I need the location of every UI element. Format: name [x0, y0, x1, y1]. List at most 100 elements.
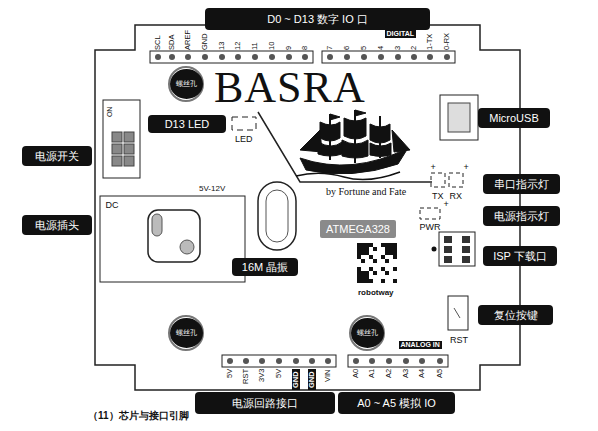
board-label: +	[431, 163, 436, 173]
callout-text: D0 ~ D13 数字 IO 口	[267, 13, 368, 25]
pin-label: 0-RX	[443, 33, 451, 50]
figure-caption: （11）芯片与接口引脚	[88, 409, 189, 423]
pin-label: A3	[402, 369, 410, 378]
callout-text: 螺丝孔	[176, 80, 197, 88]
board-label: RST	[450, 336, 468, 346]
screw-hole: 螺丝孔	[170, 318, 203, 348]
board-label: LED	[235, 135, 253, 145]
board-label: TX	[432, 192, 444, 202]
pin-label: VIN	[324, 369, 332, 382]
micro-usb-port	[448, 103, 470, 132]
callout-text: 螺丝孔	[357, 329, 378, 337]
dc-pin	[152, 214, 162, 236]
pin-label: A2	[385, 369, 393, 378]
pin-label: 3V3	[258, 369, 266, 382]
screw-rim	[169, 316, 203, 350]
callout-box: MicroUSB	[478, 108, 550, 128]
callout-text: 电源开关	[35, 150, 79, 162]
callout-text: A0 ~ A5 模拟 IO	[357, 397, 436, 409]
dc-jack-outline	[100, 196, 245, 282]
callout-box: 电源开关	[22, 146, 92, 166]
board-label: 5V-12V	[199, 185, 225, 194]
callout-box: D0 ~ D13 数字 IO 口	[205, 8, 430, 30]
callout-text: 电源回路接口	[232, 397, 298, 409]
chip-label: ATMEGA328	[320, 220, 396, 238]
pin-label: 5V	[275, 369, 283, 378]
board-label: BASRA	[214, 64, 366, 112]
board-label: robotway	[358, 289, 394, 298]
logo-frame	[258, 112, 432, 182]
reset-mark	[454, 308, 460, 318]
callout-box: A0 ~ A5 模拟 IO	[338, 392, 455, 414]
pin-label: RST	[242, 369, 250, 384]
pin-label: 5V	[226, 369, 234, 378]
pin-label: GND	[201, 33, 209, 50]
pin-label: 7	[326, 46, 334, 50]
qr-code	[357, 243, 397, 283]
callout-text: 复位按键	[494, 309, 538, 321]
callout-text: MicroUSB	[489, 112, 539, 124]
pin-label: 11	[251, 42, 259, 50]
callout-text: ISP 下载口	[493, 250, 547, 262]
pin-label: 5	[360, 46, 368, 50]
pin-label: A5	[436, 369, 444, 378]
tx-led	[431, 173, 445, 187]
board-label: ON	[106, 107, 114, 118]
callout-box: 电源指示灯	[483, 206, 560, 226]
screw-hole: 螺丝孔	[170, 69, 203, 99]
pin-label: AREF	[184, 30, 192, 50]
callout-text: 螺丝孔	[176, 329, 197, 337]
board-label: DIGITAL	[385, 30, 416, 38]
screw-rim	[169, 67, 203, 101]
pin-label: 1-TX	[426, 34, 434, 50]
board-label: RX	[450, 192, 463, 202]
dc-jack	[148, 210, 200, 262]
pin-label: 3	[394, 46, 402, 50]
callout-box: 16M 晶振	[232, 258, 298, 276]
pwr-led	[420, 208, 440, 219]
ship-logo	[296, 110, 410, 180]
led-outline	[232, 117, 256, 130]
board-label: by Fortune and Fate	[326, 186, 406, 197]
screw-rim	[350, 316, 384, 350]
pin-label: 13	[218, 42, 226, 50]
crystal-inner	[266, 190, 288, 242]
pin-label: SDA	[168, 35, 176, 50]
pin-label: GND	[308, 369, 316, 390]
crystal	[258, 182, 296, 250]
screw-hole: 螺丝孔	[351, 318, 384, 348]
pin-label: 6	[343, 46, 351, 50]
callout-box: 串口指示灯	[483, 174, 560, 194]
board-label: +	[444, 200, 449, 210]
isp-pin1-dot	[432, 247, 437, 252]
board-label: DC	[106, 201, 119, 211]
pin-label: 10	[268, 42, 276, 50]
pin-label: 9	[285, 46, 293, 50]
board-outline	[95, 25, 520, 390]
callout-text: D13 LED	[165, 118, 210, 130]
callout-text: 16M 晶振	[242, 261, 288, 273]
dc-pin	[180, 240, 194, 254]
board-label: ANALOG IN	[399, 341, 442, 349]
pin-label: GND	[292, 369, 300, 390]
callout-text: 串口指示灯	[494, 178, 549, 190]
pin-label: 4	[377, 46, 385, 50]
switch-keys	[112, 132, 134, 166]
callout-text: ATMEGA328	[326, 223, 390, 235]
callout-box: D13 LED	[148, 115, 226, 133]
isp-header	[439, 232, 475, 266]
callout-text: 电源插头	[35, 219, 79, 231]
power-switch	[103, 100, 140, 178]
callout-text: 电源指示灯	[494, 210, 549, 222]
callout-box: 复位按键	[478, 305, 553, 325]
reset-button	[448, 296, 468, 330]
callout-box: ISP 下载口	[483, 246, 557, 266]
rx-led	[449, 173, 463, 187]
pin-label: 8	[301, 46, 309, 50]
pin-label: SCL	[154, 35, 162, 50]
pin-label: A4	[418, 369, 426, 378]
board-label: +	[464, 163, 469, 173]
micro-usb	[440, 95, 478, 140]
pin-label: A0	[352, 369, 360, 378]
pin-label: 2	[410, 46, 418, 50]
